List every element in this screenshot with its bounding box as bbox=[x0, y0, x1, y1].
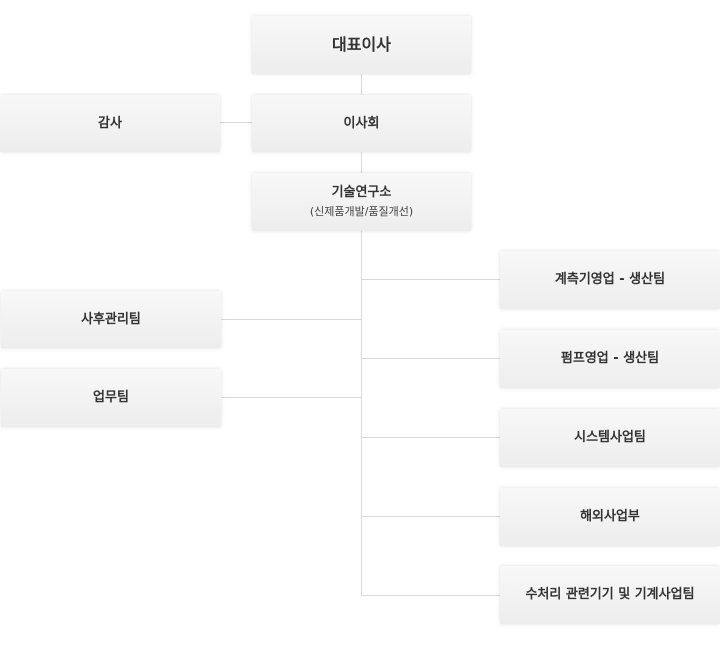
connector-right-4 bbox=[361, 516, 500, 517]
right-team-1-box: 계측기영업 - 생산팀 bbox=[500, 251, 720, 309]
connector-right-1 bbox=[361, 279, 500, 280]
rnd-label: 기술연구소 bbox=[331, 184, 392, 200]
connector-left-1 bbox=[221, 319, 361, 320]
right-team-1-label: 계측기영업 - 생산팀 bbox=[554, 272, 666, 288]
ceo-box: 대표이사 bbox=[252, 16, 471, 74]
audit-box: 감사 bbox=[0, 95, 220, 152]
right-team-4-label: 해외사업부 bbox=[580, 509, 640, 525]
connector-right-3 bbox=[361, 437, 500, 438]
rnd-sublabel: (신제품개발/품질개선) bbox=[309, 205, 414, 219]
left-team-1-box: 사후관리팀 bbox=[1, 291, 221, 348]
connector-ceo-board bbox=[361, 74, 362, 95]
right-team-5-label: 수처리 관련기기 및 기계사업팀 bbox=[525, 587, 695, 603]
connector-left-2 bbox=[221, 397, 361, 398]
left-team-2-box: 업무팀 bbox=[1, 369, 221, 427]
left-team-1-label: 사후관리팀 bbox=[81, 311, 141, 327]
rnd-box: 기술연구소 (신제품개발/품질개선) bbox=[252, 173, 471, 231]
audit-label: 감사 bbox=[98, 115, 122, 131]
right-team-4-box: 해외사업부 bbox=[500, 488, 720, 546]
left-team-2-label: 업무팀 bbox=[93, 390, 129, 406]
connector-audit-board bbox=[220, 122, 252, 123]
connector-board-rnd bbox=[361, 152, 362, 173]
connector-right-2 bbox=[361, 358, 500, 359]
connector-right-5 bbox=[361, 595, 500, 596]
right-team-2-label: 펌프영업 - 생산팀 bbox=[560, 351, 660, 367]
right-team-3-box: 시스템사업팀 bbox=[500, 409, 720, 467]
right-team-3-label: 시스템사업팀 bbox=[574, 430, 646, 446]
board-label: 이사회 bbox=[343, 115, 380, 131]
board-box: 이사회 bbox=[252, 95, 471, 152]
right-team-2-box: 펌프영업 - 생산팀 bbox=[500, 330, 720, 388]
right-team-5-box: 수처리 관련기기 및 기계사업팀 bbox=[500, 566, 720, 624]
ceo-label: 대표이사 bbox=[332, 35, 391, 55]
connector-main-trunk bbox=[361, 231, 362, 595]
